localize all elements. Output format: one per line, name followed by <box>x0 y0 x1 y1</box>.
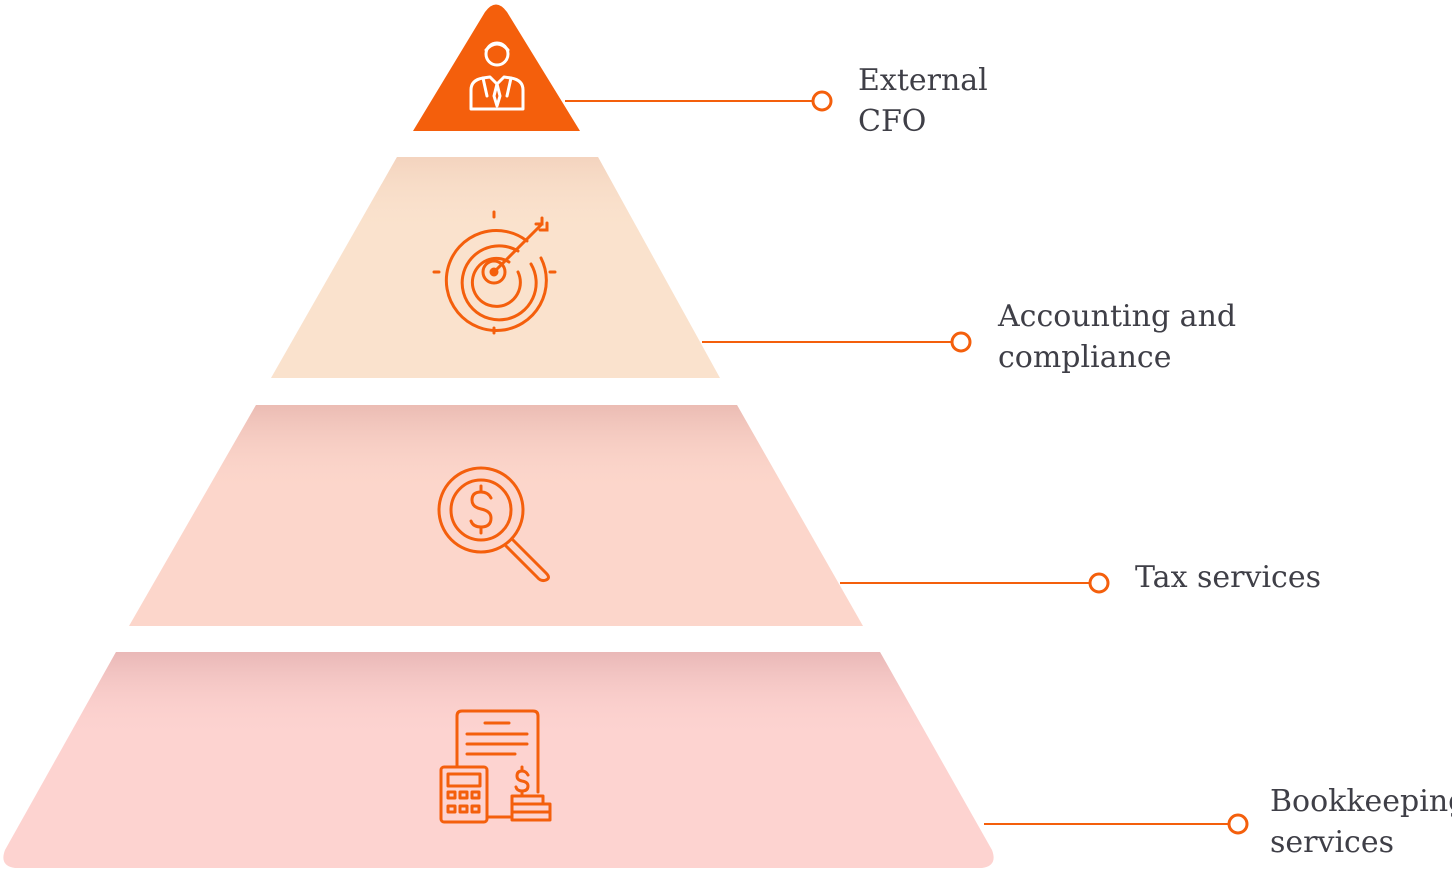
connector-dot <box>811 90 833 112</box>
tier-bookkeeping <box>3 652 1249 868</box>
businessman-icon <box>469 41 525 111</box>
tier-external-cfo <box>413 4 833 131</box>
tier-accounting-compliance <box>271 157 972 378</box>
label-accounting-compliance: Accounting and compliance <box>998 299 1237 375</box>
label-bookkeeping: Bookkeeping services <box>1270 784 1452 860</box>
tier-shape <box>413 4 580 131</box>
dollar-magnifier-icon <box>437 466 550 583</box>
connector-dot <box>1227 813 1249 835</box>
calculator-document-icon <box>439 709 552 824</box>
connector-dot <box>1088 572 1110 594</box>
connector-dot <box>950 331 972 353</box>
tier-tax-services <box>129 405 1110 626</box>
label-external-cfo: External CFO <box>858 63 988 139</box>
label-tax-services: Tax services <box>1135 560 1322 595</box>
target-icon <box>432 210 557 335</box>
